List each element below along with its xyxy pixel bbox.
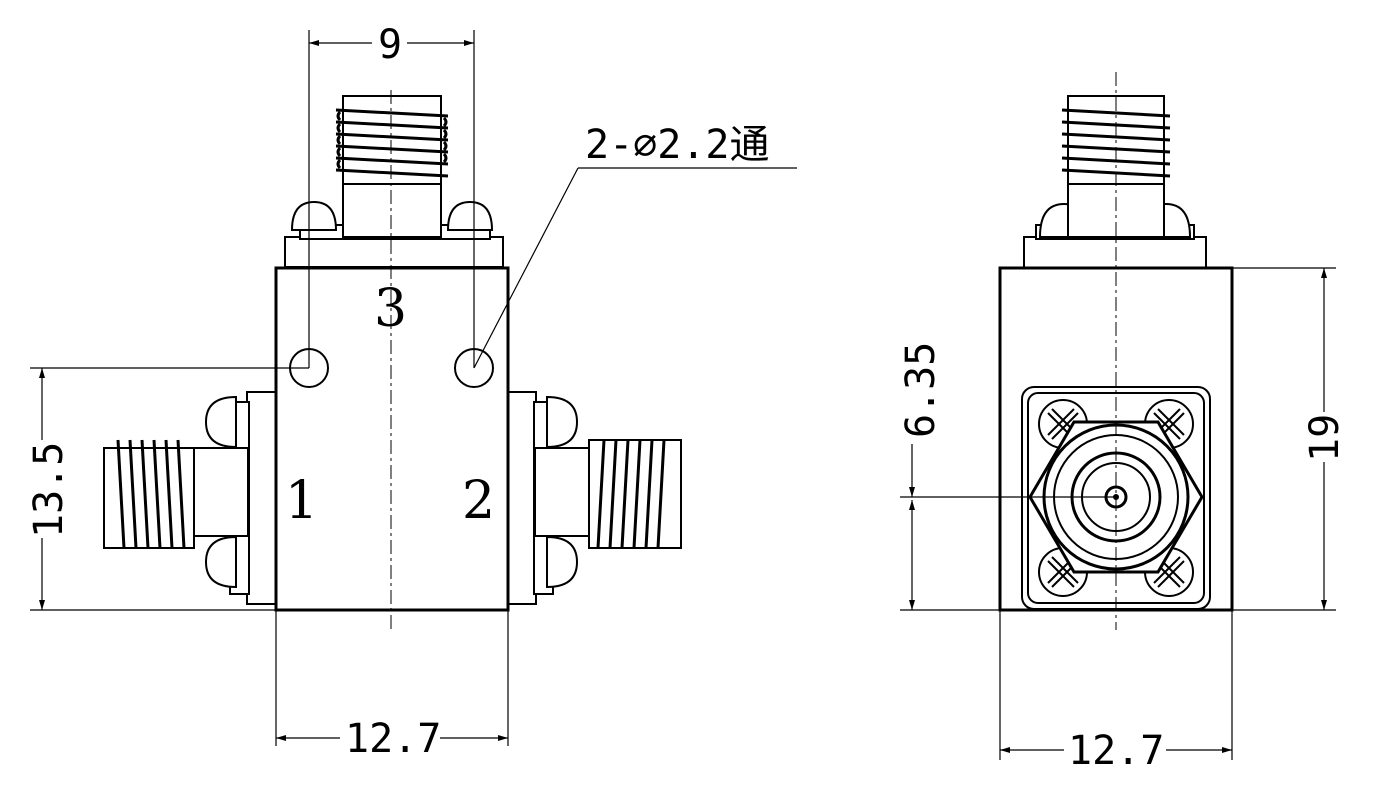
- front-view: 3 1 2 9 2-∅2.2通 13.5: [26, 22, 797, 762]
- side-view: 12.7 19 6.35: [898, 72, 1348, 774]
- port-label-3: 3: [374, 279, 407, 339]
- front-body: [274, 266, 510, 612]
- left-thread: [116, 439, 186, 549]
- dim-side-width: 12.7: [999, 610, 1233, 774]
- svg-text:13.5: 13.5: [26, 442, 72, 538]
- side-top-connector: [1023, 95, 1207, 269]
- dim-hole-height: 13.5: [26, 367, 309, 611]
- svg-text:2-∅2.2通: 2-∅2.2通: [585, 122, 770, 168]
- dim-side-height: 19: [1232, 267, 1348, 611]
- right-thread: [596, 439, 666, 549]
- top-connector: [284, 95, 504, 268]
- dim-hole-spacing: 9: [308, 22, 475, 368]
- port-label-2: 2: [462, 471, 495, 531]
- svg-text:12.7: 12.7: [345, 716, 441, 762]
- dim-front-width: 12.7: [275, 610, 509, 762]
- svg-text:19: 19: [1302, 414, 1348, 462]
- hole-note: 2-∅2.2通: [473, 122, 797, 369]
- top-thread: [335, 108, 449, 178]
- svg-text:6.35: 6.35: [898, 342, 944, 438]
- right-connector: [506, 391, 682, 605]
- svg-text:12.7: 12.7: [1068, 728, 1164, 774]
- dim-connector-height: 6.35: [898, 342, 1116, 611]
- left-connector: [103, 391, 277, 605]
- svg-text:9: 9: [378, 22, 402, 68]
- port-label-1: 1: [285, 471, 318, 531]
